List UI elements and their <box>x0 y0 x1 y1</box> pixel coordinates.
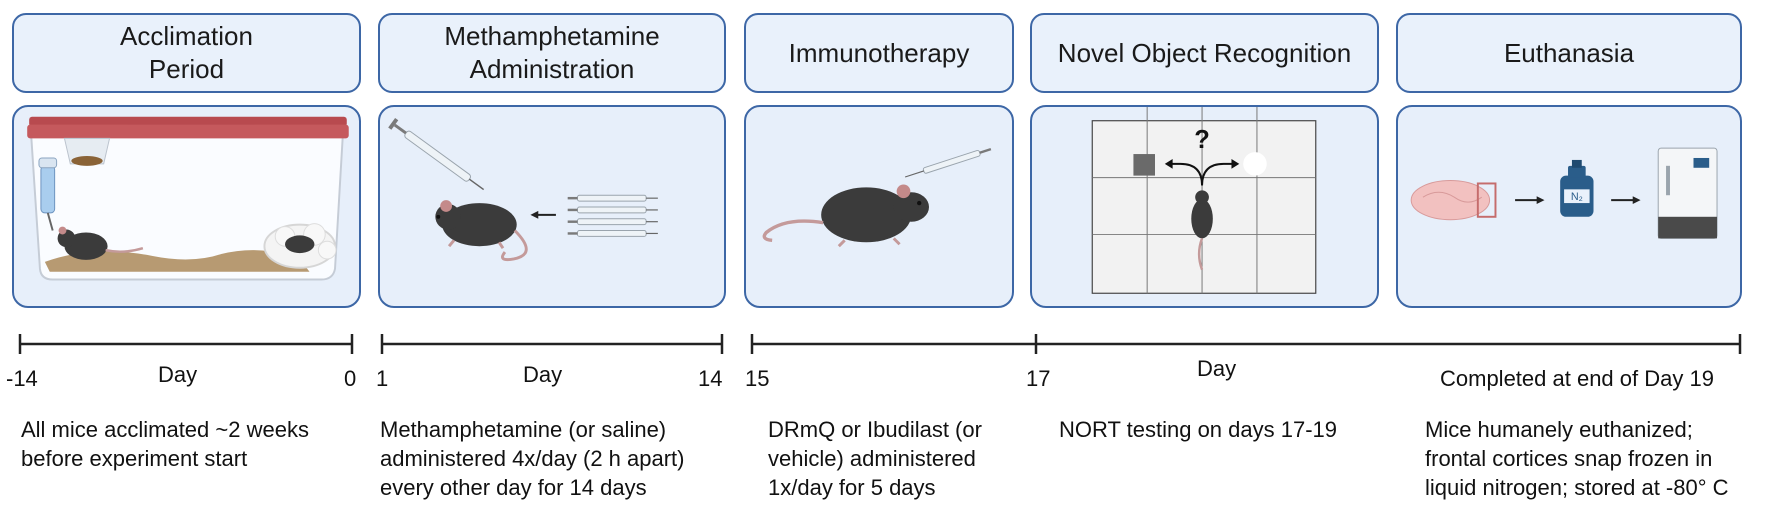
description-line: NORT testing on days 17-19 <box>1059 417 1338 442</box>
tick-label: 0 <box>344 366 357 391</box>
description-line: every other day for 14 days <box>380 475 647 500</box>
timeline-segment-2 <box>380 334 724 354</box>
title-line: Methamphetamine <box>444 21 660 51</box>
stage-title-euthanasia: Euthanasia <box>1396 13 1742 93</box>
stage-title-immunotherapy: Immunotherapy <box>744 13 1014 93</box>
axis-label-day: Day <box>1197 356 1237 381</box>
title-line: Administration <box>469 54 635 84</box>
description-acclimation: All mice acclimated ~2 weeks before expe… <box>21 415 309 473</box>
tick-label: 15 <box>745 366 770 391</box>
freezer-icon <box>1657 147 1718 239</box>
completion-label: Completed at end of Day 19 <box>1440 366 1714 391</box>
panel-euthanasia: N₂ <box>1396 105 1742 308</box>
panel-immunotherapy <box>744 105 1014 308</box>
description-line: administered 4x/day (2 h apart) <box>380 446 685 471</box>
panel-acclimation <box>12 105 361 308</box>
axis-label-day: Day <box>523 362 563 387</box>
panel-meth-admin <box>378 105 726 308</box>
description-line: Methamphetamine (or saline) <box>380 417 667 442</box>
title-line: Euthanasia <box>1503 37 1635 68</box>
description-line: liquid nitrogen; stored at -80° C <box>1425 475 1729 500</box>
question-mark: ? <box>1194 126 1210 154</box>
title-line: Period <box>148 54 225 84</box>
mouse-icon <box>762 147 992 248</box>
description-line: All mice acclimated ~2 weeks <box>21 417 309 442</box>
description-line: frontal cortices snap frozen in <box>1425 446 1713 471</box>
tick-label: 17 <box>1026 366 1051 391</box>
brain-icon: N₂ <box>1410 147 1718 239</box>
panel-nort: ? <box>1030 105 1379 308</box>
syringe-icon <box>567 194 658 237</box>
tick-label: 1 <box>376 366 389 391</box>
timeline-segment-1 <box>18 334 354 354</box>
tick-label: 14 <box>698 366 723 391</box>
description-immunotherapy: DRmQ or Ibudilast (or vehicle) administe… <box>768 415 982 502</box>
timeline-segment-3 <box>750 334 1742 354</box>
description-line: Mice humanely euthanized; <box>1425 417 1693 442</box>
tick-label: -14 <box>6 366 38 391</box>
axis-label-day: Day <box>158 362 198 387</box>
mouse-cage-icon <box>27 116 349 281</box>
description-nort: NORT testing on days 17-19 <box>1059 415 1337 444</box>
mouse-icon <box>435 200 528 262</box>
nitrogen-label: N₂ <box>1571 191 1583 203</box>
syringe-icon <box>388 117 658 262</box>
description-meth-admin: Methamphetamine (or saline) administered… <box>380 415 685 502</box>
description-line: DRmQ or Ibudilast (or <box>768 417 982 442</box>
nitrogen-canister-icon: N₂ <box>1560 159 1594 217</box>
syringe-icon <box>904 147 992 178</box>
description-line: vehicle) administered <box>768 446 976 471</box>
stage-title-nort: Novel Object Recognition <box>1030 13 1379 93</box>
title-line: Immunotherapy <box>788 37 970 68</box>
title-line: Novel Object Recognition <box>1057 37 1352 68</box>
title-line: Acclimation <box>120 21 253 51</box>
description-euthanasia: Mice humanely euthanized; frontal cortic… <box>1425 415 1729 502</box>
arena-grid-icon: ? <box>1091 107 1317 294</box>
description-line: before experiment start <box>21 446 248 471</box>
description-line: 1x/day for 5 days <box>768 475 936 500</box>
